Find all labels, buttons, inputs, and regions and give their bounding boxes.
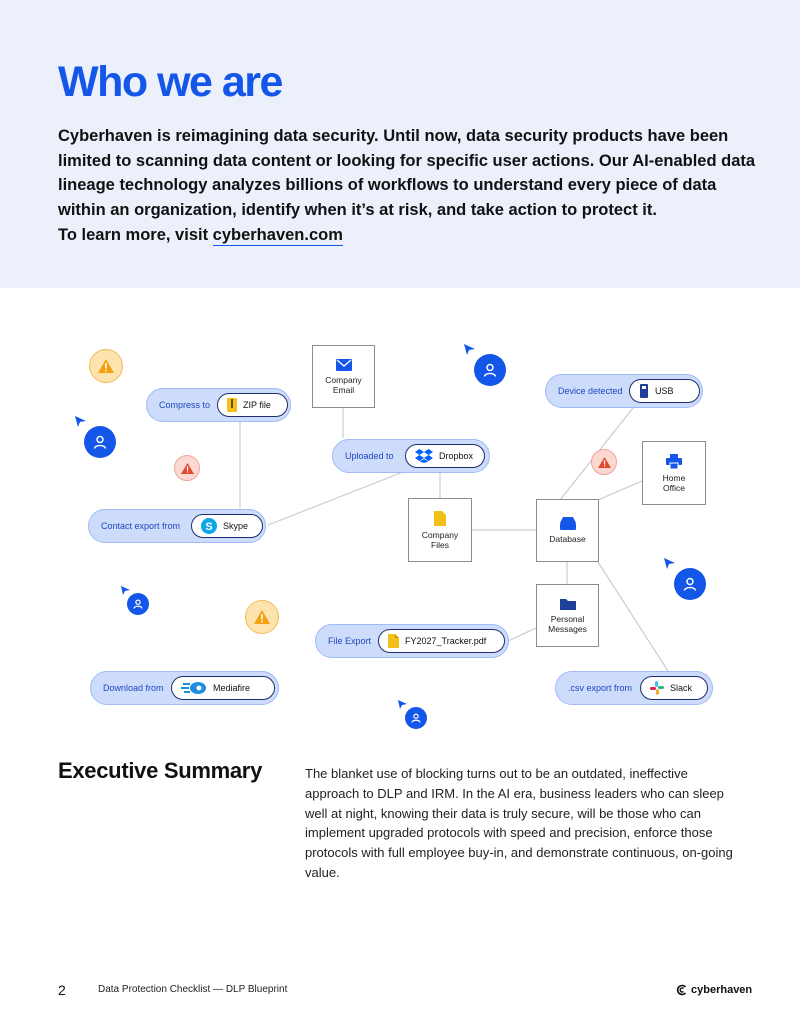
data-lineage-diagram: Compress to ZIP file Device detected USB… [0, 288, 800, 738]
learn-more-line: To learn more, visit cyberhaven.com [58, 226, 343, 246]
pill-action-label: Uploaded to [345, 451, 394, 461]
pill-target: Dropbox [405, 444, 485, 468]
node-label-line2: Office [662, 482, 686, 493]
pill-download-mediafire: Download from Mediafire [90, 671, 279, 705]
mediafire-icon [181, 682, 206, 694]
node-company-email: Company Email [312, 345, 375, 408]
node-label-line1: Company [421, 529, 459, 540]
pill-target: S Skype [191, 514, 263, 538]
pill-target: Mediafire [171, 676, 275, 700]
pill-action-label: Device detected [558, 386, 623, 396]
pill-target-label: Skype [223, 521, 249, 531]
cyberhaven-link[interactable]: cyberhaven.com [212, 226, 343, 246]
user-avatar [405, 707, 427, 729]
document-title: Data Protection Checklist — DLP Blueprin… [98, 984, 288, 995]
pill-compress-zip: Compress to ZIP file [146, 388, 291, 422]
user-avatar [674, 568, 706, 600]
cursor-icon [464, 344, 475, 355]
pill-file-export: File Export FY2027_Tracker.pdf [315, 624, 509, 658]
pill-target: FY2027_Tracker.pdf [378, 629, 505, 653]
pill-action-label: Compress to [159, 400, 211, 410]
alert-badge [174, 455, 200, 481]
cursor-icon [664, 558, 675, 569]
pill-action-label: .csv export from [568, 683, 633, 693]
node-label-line2: Files [431, 539, 449, 550]
pill-action-label: Contact export from [101, 521, 181, 531]
pill-contact-skype: Contact export from S Skype [88, 509, 266, 543]
pill-target-label: ZIP file [243, 400, 271, 410]
pill-target-label: Mediafire [213, 683, 251, 693]
warning-icon [597, 456, 611, 468]
mail-icon [335, 358, 352, 371]
cyberhaven-logo-icon [676, 984, 687, 996]
pill-target-label: FY2027_Tracker.pdf [405, 636, 487, 646]
usb-icon [640, 384, 648, 398]
alert-badge [591, 449, 617, 475]
user-avatar [127, 593, 149, 615]
who-we-are-section: Who we are Cyberhaven is reimagining dat… [0, 0, 800, 288]
warning-badge [89, 349, 123, 383]
cursor-icon [75, 416, 86, 427]
executive-summary-body: The blanket use of blocking turns out to… [305, 766, 733, 880]
pill-target-label: USB [655, 386, 674, 396]
logo-text: cyberhaven [691, 984, 753, 996]
folder-icon [559, 598, 576, 610]
node-label-line2: Email [332, 384, 355, 395]
learn-more-prefix: To learn more, visit [58, 226, 213, 244]
user-avatar [474, 354, 506, 386]
zip-file-icon [227, 398, 237, 412]
node-company-files: Company Files [408, 498, 472, 562]
cyberhaven-logo: cyberhaven [676, 984, 752, 996]
pill-target-label: Dropbox [439, 451, 474, 461]
page-title: Who we are [58, 58, 283, 106]
pill-target-label: Slack [670, 683, 693, 693]
node-database: Database [536, 499, 599, 562]
pill-csv-slack: .csv export from Slack [555, 671, 713, 705]
pill-action-label: Download from [103, 683, 164, 693]
page-number: 2 [58, 982, 66, 998]
folder-icon [434, 510, 446, 526]
node-personal-messages: Personal Messages [536, 584, 599, 647]
user-icon [683, 577, 697, 591]
node-home-office: Home Office [642, 441, 706, 505]
warning-icon [180, 462, 194, 474]
node-label-line1: Database [549, 534, 586, 544]
pill-target: ZIP file [217, 393, 288, 417]
intro-paragraph: Cyberhaven is reimagining data security.… [58, 127, 756, 219]
pill-device-usb: Device detected USB [545, 374, 703, 408]
user-icon [411, 713, 421, 723]
user-avatar [84, 426, 116, 458]
node-label-line2: Messages [548, 623, 587, 634]
warning-icon [98, 359, 114, 373]
user-icon [133, 599, 143, 609]
user-icon [93, 435, 107, 449]
skype-icon: S [201, 518, 217, 534]
svg-text:S: S [205, 521, 212, 533]
pill-uploaded-dropbox: Uploaded to Dropbox [332, 439, 490, 473]
dropbox-icon [415, 449, 433, 463]
node-label-line1: Home [662, 472, 686, 483]
pill-target: USB [629, 379, 700, 403]
warning-badge [245, 600, 279, 634]
cursor-icon [121, 586, 130, 595]
node-label-line1: Company [325, 374, 362, 385]
pill-target: Slack [640, 676, 708, 700]
user-icon [483, 363, 497, 377]
file-icon [388, 634, 399, 648]
slack-icon [650, 681, 664, 695]
node-label-line1: Personal [550, 613, 585, 624]
database-icon [559, 517, 576, 530]
warning-icon [254, 610, 270, 624]
pill-action-label: File Export [328, 636, 372, 646]
printer-icon [666, 453, 682, 469]
executive-summary-heading: Executive Summary [58, 758, 263, 783]
cursor-icon [398, 700, 407, 709]
